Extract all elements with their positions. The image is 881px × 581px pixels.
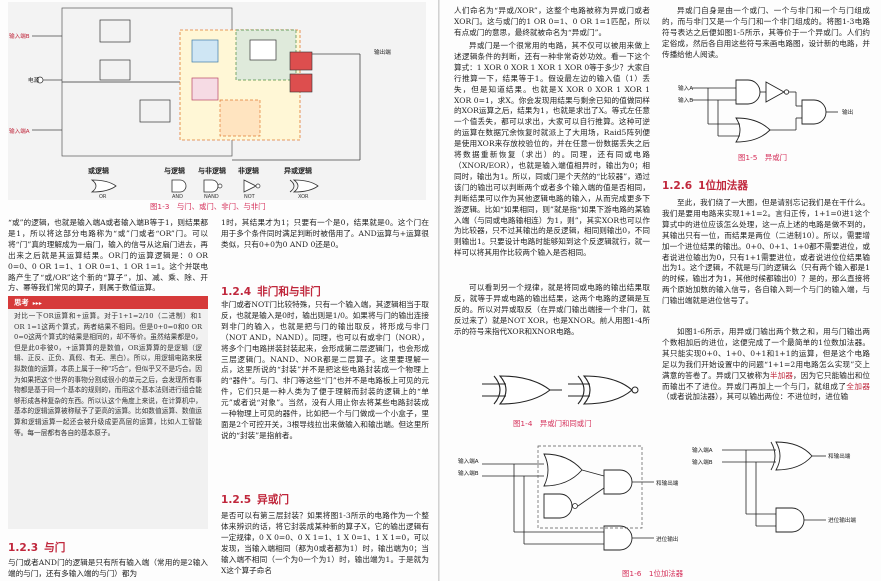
gate-label-and: 与逻辑 (164, 167, 185, 175)
fig16-input-a2: 输入端A (692, 448, 713, 454)
fig16-carry-out: 进位输出 (656, 537, 679, 543)
figure-1-4-caption: 图1-4 异或门和同或门 (513, 419, 592, 428)
think-title: 思考 (14, 298, 29, 307)
page-gutter (438, 0, 440, 581)
fig13-input-b-label: 输入端B (9, 34, 30, 40)
gate-label-nand: 与非逻辑 (198, 167, 226, 175)
fig15-input-a: 输入A (678, 86, 694, 92)
fig16-carry-out2: 进位输出端 (828, 518, 856, 524)
section-number: 1.2.6 (662, 180, 693, 192)
figure-1-4-symbols (482, 375, 639, 405)
section-title: 异或门 (257, 494, 289, 506)
fig16-input-b2: 输入端B (692, 460, 713, 466)
gate-label-not: 非逻辑 (238, 167, 259, 175)
figure-1-3-caption: 图1-3 与门、或门、非门、与非门 (150, 202, 266, 211)
think-body: 对比一下OR运算和+运算。对于1+1=2/10（二进制）和1 OR 1=1这两个… (14, 312, 202, 437)
fig16-sum-out2: 和输出端 (828, 454, 851, 460)
think-arrows: ▸▸▸ (32, 300, 42, 307)
section-title: 与门 (44, 542, 66, 554)
section-1-2-3: 1.2.3 与门 (8, 540, 65, 555)
gate-name-not: NOT (244, 194, 255, 200)
half-adder-term: 半加器 (769, 370, 794, 380)
fig15-output: 输出 (842, 110, 854, 116)
gate-name-and: AND (172, 194, 184, 200)
fig16-input-b: 输入端B (458, 471, 479, 477)
fig13-input-a-label: 输入端A (9, 129, 30, 135)
para-xor-usage: 异或门是一个很常用的电路，其不仅可以被用来做上述逻辑条件的判断，还有一种非常奇妙… (454, 41, 650, 258)
section-1-2-5: 1.2.5 异或门 (221, 492, 289, 507)
para-xor-composition: 异或门自身是由一个或门、一个与非门和一个与门组成的，而与非门又是一个与门和一个非… (662, 6, 870, 59)
think-header: 思考▸▸▸ (8, 296, 208, 309)
section-title: 1位加法器 (698, 180, 748, 192)
para-xor-naming: 人们命名为“异或/XOR”，这整个电路被称为异或门或者XOR门。这与或门的1 O… (454, 6, 650, 37)
gate-name-or: OR (99, 194, 107, 200)
para-or-gate: “或”的逻辑，也就是输入端A或者输入端B等于1，则结果都是1，所以将这部分电路称… (8, 218, 208, 293)
para-adder-intro: 至此，我们绕了一大圈，但是请别忘记我们是在干什么。我们是要用电路来实现1+1=2… (662, 198, 870, 306)
section-1-2-4: 1.2.4 非门和与非门 (221, 284, 321, 299)
circuit-diagram (8, 2, 426, 200)
adder-text-2: ，因为它只能输出和位而输出不了进位。异或门再加上一个与门，就组成了 (662, 370, 871, 391)
gate-name-xor: XOR (298, 194, 309, 200)
fig13-output-label: 输出端 (374, 50, 391, 56)
section-number: 1.2.4 (221, 286, 252, 298)
figure-1-5-caption: 图1-5 异或门 (738, 153, 788, 162)
adder-text-3: （或者说加法器），其可以输出两位：不进位时，进位输 (662, 392, 849, 402)
fig16-sum-out: 和输出端 (656, 481, 679, 487)
section-title: 非门和与非门 (257, 286, 321, 298)
para-xnor: 可以看到另一个规律，就是将同或电路的输出结果取反，就等于异或电路的输出结果，这两… (454, 283, 650, 336)
think-box: 思考▸▸▸ 对比一下OR运算和+运算。对于1+1=2/10（二进制）和1 OR … (8, 296, 208, 529)
fig16-input-a: 输入端A (458, 459, 479, 465)
section-number: 1.2.5 (221, 494, 252, 506)
fig15-input-b: 输入B (678, 98, 694, 104)
gate-label-or: 或逻辑 (88, 167, 109, 175)
left-page: 输入端B 电源 输入端A 输出端 或逻辑 与逻辑 与非逻辑 非逻辑 异或逻辑 O… (0, 0, 438, 581)
gate-label-xor: 异或逻辑 (284, 167, 312, 175)
para-adder-detail: 如图1-6所示，用异或门输出两个数之和，用与门输出两个数相加后的进位，这便完成了… (662, 327, 870, 403)
para-and-gate-cont: 1时，其结果才为1；只要有一个是0，结果就是0。这个门在用于多个条件同时满足判断… (221, 218, 429, 249)
right-page: 人们命名为“异或/XOR”，这整个电路被称为异或门或者XOR门。这与或门的1 O… (440, 0, 881, 581)
figure-1-6-adder (482, 441, 826, 551)
para-xor-gate: 是否可以有第三层封装？如果将图1-3所示的电路作为一个整体来辨识的话，将它封装成… (221, 511, 429, 575)
fig13-power-label: 电源 (28, 78, 40, 84)
section-number: 1.2.3 (8, 542, 39, 554)
figure-1-5-xor-circuit (692, 79, 838, 143)
figure-1-6-caption: 图1-6 1位加法器 (622, 569, 684, 578)
section-1-2-6: 1.2.6 1位加法器 (662, 178, 748, 193)
gate-name-nand: NAND (204, 194, 219, 200)
para-not-gate: 非门或者NOT门比较特殊，只有一个输入端，其逻辑相当于取反，也就是输入是0时，输… (221, 300, 429, 440)
full-adder-term: 全加器 (846, 381, 871, 391)
para-and-gate: 与门或者AND门的逻辑是只有所有输入端（常用的是2输入端的与门，还有多输入端的与… (8, 558, 208, 578)
adder-text-1: 如图1-6所示，用异或门输出两个数之和，用与门输出两个数相加后的进位，这便完成了… (662, 327, 870, 380)
